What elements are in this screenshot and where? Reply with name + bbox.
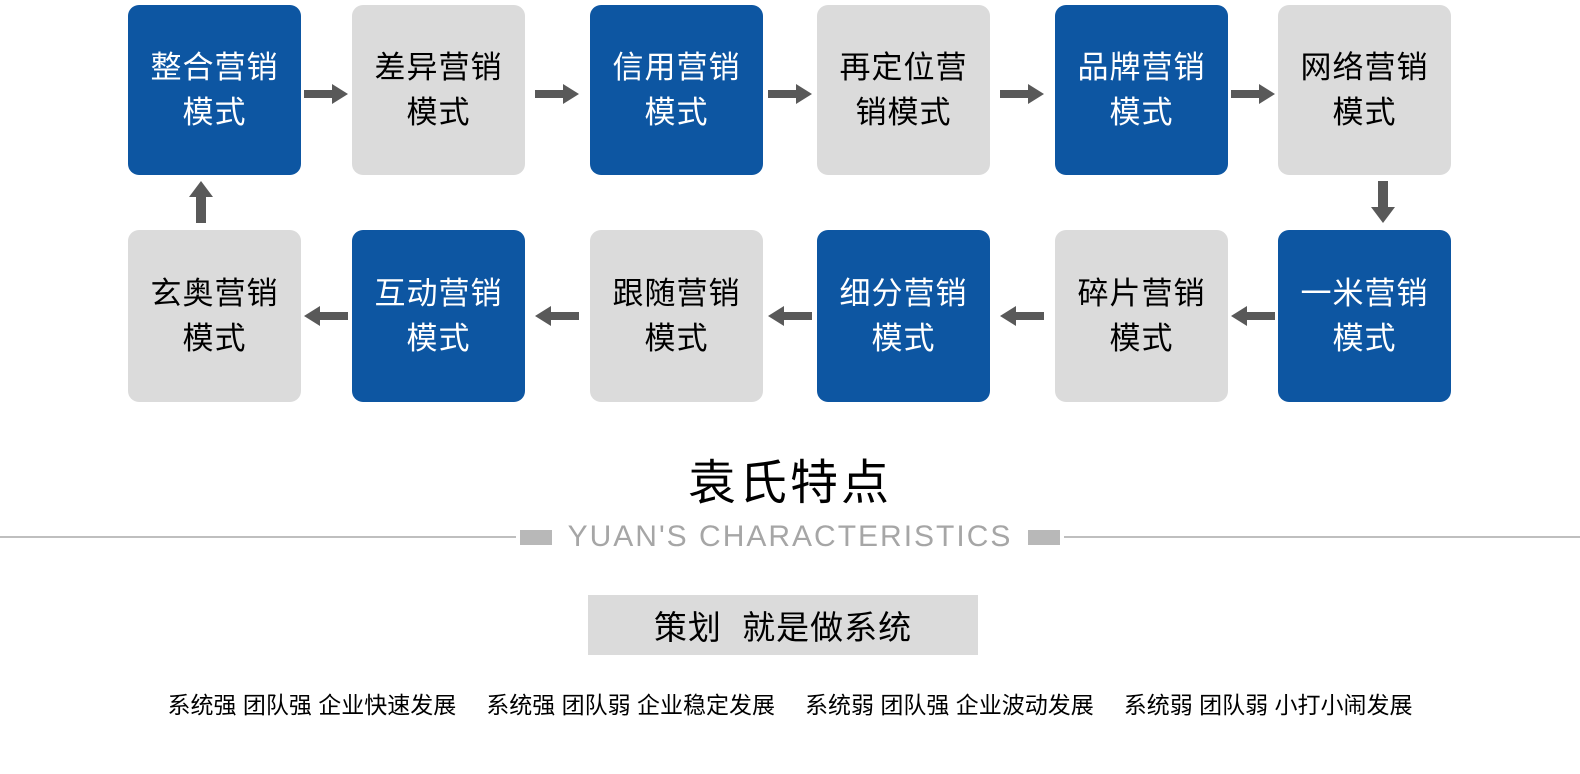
box-interactive-marketing: 互动营销 模式 xyxy=(352,230,525,402)
page-subtitle: YUAN'S CHARACTERISTICS xyxy=(567,520,1013,553)
arrow-left-icon xyxy=(535,305,579,327)
arrow-left-icon xyxy=(768,305,812,327)
box-label: 整合营销 模式 xyxy=(150,50,279,130)
caption-strong-weak: 系统强 团队弱 企业稳定发展 xyxy=(486,692,775,718)
box-one-meter-marketing: 一米营销 模式 xyxy=(1278,230,1451,402)
square-marker-icon xyxy=(1028,529,1061,545)
box-xuanao-marketing: 玄奥营销 模式 xyxy=(128,230,301,402)
arrow-right-icon xyxy=(304,83,348,105)
box-label: 一米营销 模式 xyxy=(1300,276,1429,356)
box-differentiated-marketing: 差异营销 模式 xyxy=(352,5,525,175)
box-label: 网络营销 模式 xyxy=(1300,50,1429,130)
box-label: 跟随营销 模式 xyxy=(612,276,741,356)
arrow-right-icon xyxy=(535,83,579,105)
arrow-right-icon xyxy=(768,83,812,105)
square-marker-icon xyxy=(519,529,552,545)
box-credit-marketing: 信用营销 模式 xyxy=(590,5,763,175)
box-repositioning-marketing: 再定位营 销模式 xyxy=(817,5,990,175)
arrow-up-icon xyxy=(188,181,214,223)
box-label: 碎片营销 模式 xyxy=(1077,276,1206,356)
box-label: 玄奥营销 模式 xyxy=(150,276,279,356)
subtitle-group: YUAN'S CHARACTERISTICS xyxy=(515,518,1065,556)
box-network-marketing: 网络营销 模式 xyxy=(1278,5,1451,175)
box-label: 品牌营销 模式 xyxy=(1077,50,1206,130)
box-integrated-marketing: 整合营销 模式 xyxy=(128,5,301,175)
arrow-left-icon xyxy=(1000,305,1044,327)
box-label: 差异营销 模式 xyxy=(374,50,503,130)
box-label: 信用营销 模式 xyxy=(612,50,741,130)
box-follow-marketing: 跟随营销 模式 xyxy=(590,230,763,402)
arrow-right-icon xyxy=(1231,83,1275,105)
caption-row: 系统强 团队强 企业快速发展 系统强 团队弱 企业稳定发展 系统弱 团队强 企业… xyxy=(0,689,1580,721)
caption-strong-strong: 系统强 团队强 企业快速发展 xyxy=(167,692,457,718)
arrow-left-icon xyxy=(1231,305,1275,327)
caption-weak-strong: 系统弱 团队强 企业波动发展 xyxy=(805,692,1094,718)
box-label: 再定位营 销模式 xyxy=(839,50,968,130)
box-fragment-marketing: 碎片营销 模式 xyxy=(1055,230,1228,402)
box-segmentation-marketing: 细分营销 模式 xyxy=(817,230,990,402)
box-label: 互动营销 模式 xyxy=(374,276,503,356)
box-brand-marketing: 品牌营销 模式 xyxy=(1055,5,1228,175)
arrow-down-icon xyxy=(1370,181,1396,223)
subtitle-band: YUAN'S CHARACTERISTICS xyxy=(0,518,1580,556)
page-title: 袁氏特点 xyxy=(687,457,892,510)
slogan-banner: 策划 就是做系统 xyxy=(588,595,978,655)
slogan-text: 策划 就是做系统 xyxy=(653,609,913,646)
arrow-right-icon xyxy=(1000,83,1044,105)
arrow-left-icon xyxy=(304,305,348,327)
box-label: 细分营销 模式 xyxy=(839,276,968,356)
caption-weak-weak: 系统弱 团队弱 小打小闹发展 xyxy=(1123,692,1413,718)
